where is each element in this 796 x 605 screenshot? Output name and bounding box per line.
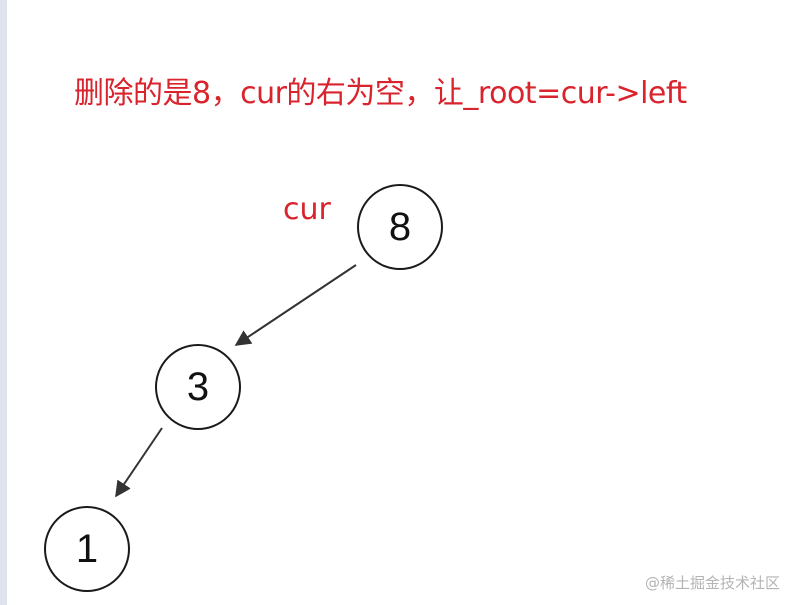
edge-3-to-1 <box>115 427 163 498</box>
tree-node-8: 8 <box>357 184 443 270</box>
cur-pointer-label: cur <box>283 192 331 227</box>
watermark: @稀土掘金技术社区 <box>644 574 780 592</box>
node-value: 1 <box>75 526 99 571</box>
diagram-caption: 删除的是8，cur的右为空，让_root=cur->left <box>74 76 687 111</box>
left-border-strip <box>0 0 7 605</box>
edge-8-to-3 <box>234 264 357 346</box>
node-value: 8 <box>388 204 412 249</box>
tree-node-3: 3 <box>155 344 241 430</box>
node-value: 3 <box>186 364 210 409</box>
tree-node-1: 1 <box>44 506 130 592</box>
